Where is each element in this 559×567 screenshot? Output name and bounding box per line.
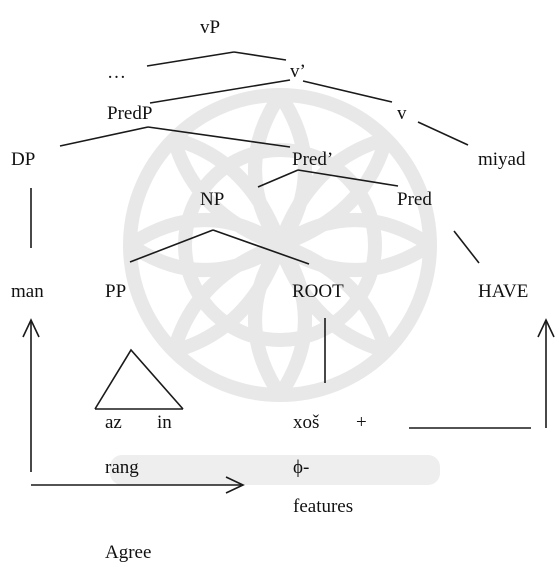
branch-DP-predbar [59, 126, 149, 147]
arrow-up-man-head [22, 318, 40, 338]
node-HAVE: HAVE [478, 281, 529, 302]
node-v: v [397, 103, 407, 124]
node-PP: PP [105, 281, 127, 302]
branch-vP-vbar [233, 51, 287, 61]
word-xos: xoš [293, 412, 320, 433]
branch-NP-PP [129, 229, 214, 263]
node-ellipsis: … [107, 62, 126, 83]
branch-vbar-predP [149, 79, 291, 104]
plus-sign: + [356, 412, 367, 433]
node-NP: NP [200, 189, 225, 210]
pp-triangle [94, 348, 184, 410]
branch-predP-predbar [147, 126, 291, 148]
branch-vbar-v [302, 80, 393, 103]
features-label: features [293, 496, 354, 517]
branch-v-miyad [417, 121, 469, 146]
agree-arrow-head [225, 476, 245, 494]
arrow-up-HAVE-head [537, 318, 555, 338]
node-PredP: PredP [107, 103, 153, 124]
node-Pred: Pred [397, 189, 432, 210]
node-Pred-bar: Pred’ [292, 149, 334, 170]
agree-label: Agree [105, 542, 152, 563]
phi-label: ϕ- [293, 457, 310, 478]
node-DP: DP [11, 149, 36, 170]
node-vP: vP [200, 17, 221, 38]
branch-NP-ROOT [212, 229, 310, 265]
word-az: az [105, 412, 122, 433]
branch-predbar-NP [257, 169, 299, 188]
branch-pred-HAVE [453, 230, 480, 264]
branch-predbar-pred [297, 169, 399, 187]
node-ROOT: ROOT [292, 281, 344, 302]
word-rang: rang [105, 457, 139, 478]
node-v-bar: v’ [290, 61, 306, 82]
node-miyad: miyad [478, 149, 526, 170]
node-man: man [11, 281, 44, 302]
branch-ellipsis-vbar [146, 51, 235, 67]
word-in: in [157, 412, 172, 433]
